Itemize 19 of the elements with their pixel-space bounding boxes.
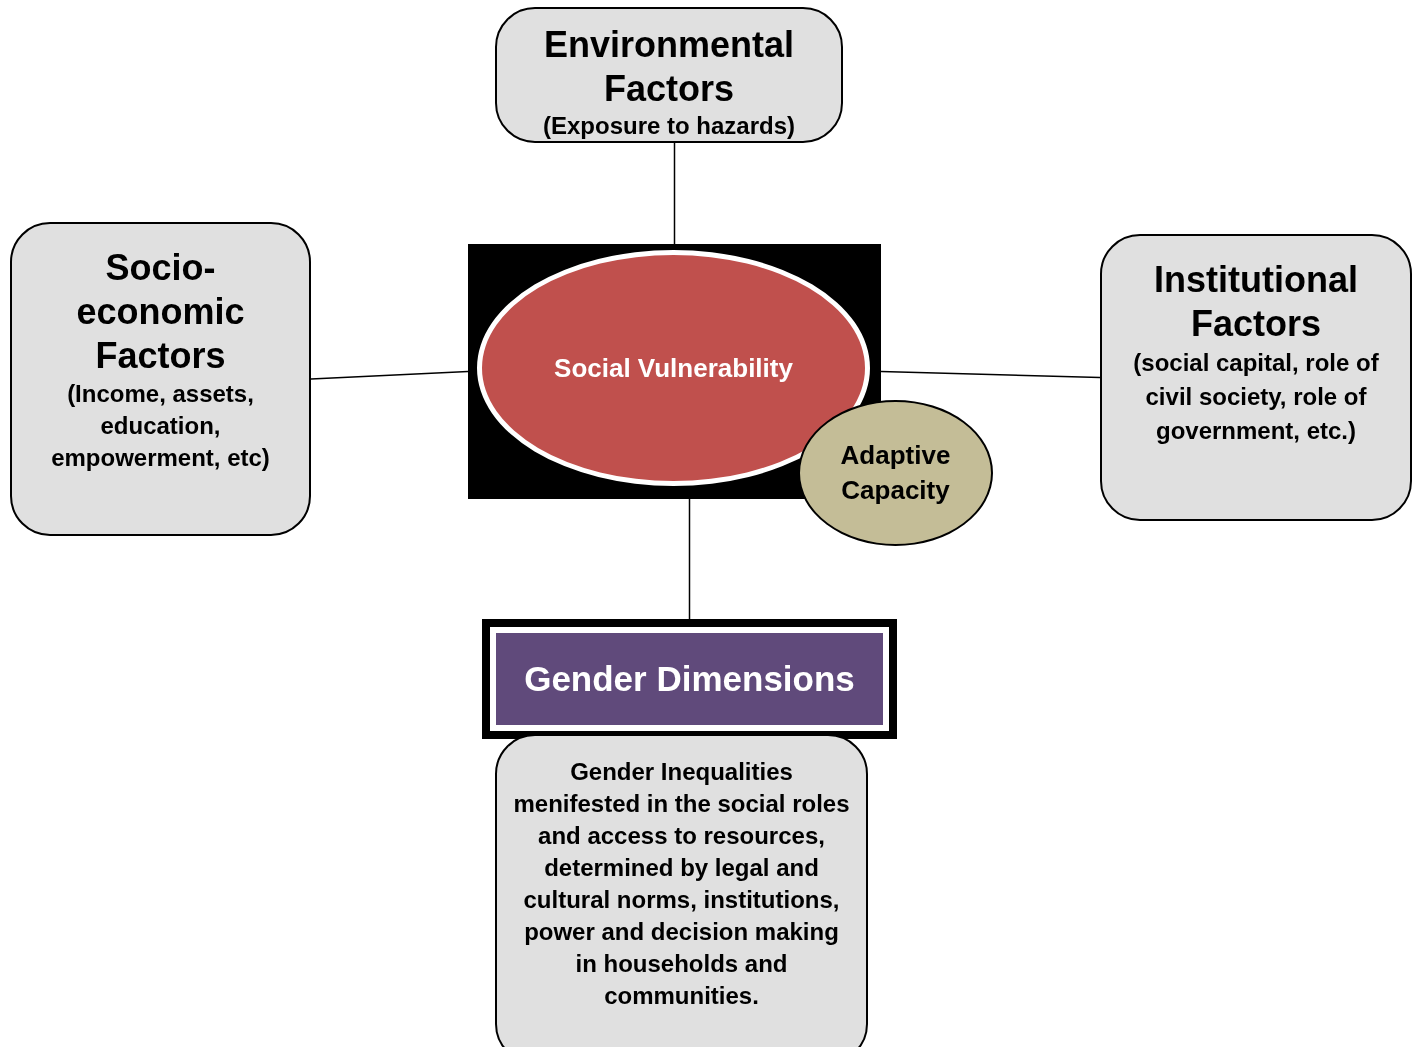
- factor-box: [1100, 234, 1412, 521]
- connector-line: [673, 142, 676, 245]
- node-title: Institutional Factors: [1153, 258, 1359, 346]
- description-box: [495, 734, 868, 1047]
- connector-line: [688, 498, 691, 620]
- node-title: Environmental Factors: [542, 23, 796, 111]
- factor-box: [495, 7, 843, 143]
- node-text: Gender Dimensions: [524, 658, 855, 700]
- node-text: Social Vulnerability: [554, 351, 793, 385]
- connector-line: [880, 370, 1101, 379]
- node-subtitle: (Income, assets, education, empowerment, etc): [50, 379, 271, 473]
- node-subtitle: (social capital, role of civil society, role of government, etc.): [1132, 348, 1380, 446]
- node-subtitle: (Exposure to hazards): [542, 111, 795, 141]
- node-title: Socio- economic Factors: [75, 246, 246, 378]
- node-text: Gender Inequalities menifested in the social roles and access to resources, determined by legal and cultural norms, institutions, power and decision making in households and communities.: [512, 757, 851, 1011]
- factor-box: [10, 222, 311, 536]
- connector-line: [310, 370, 469, 380]
- heading-box: [482, 619, 897, 739]
- node-text: Adaptive Capacity: [839, 439, 952, 507]
